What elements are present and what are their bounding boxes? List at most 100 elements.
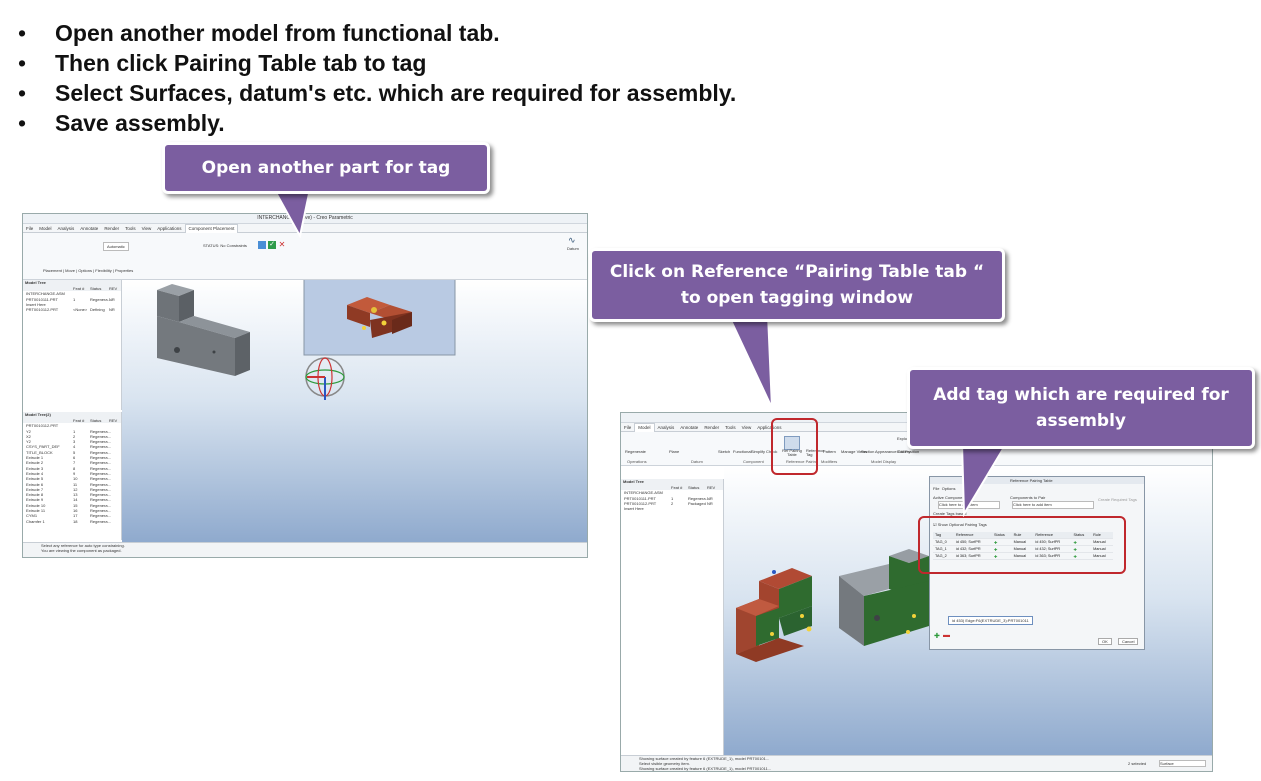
explode-button[interactable]: Explode bbox=[897, 436, 912, 441]
tree-item-feat: 1 bbox=[73, 296, 76, 302]
tab-model[interactable]: Model bbox=[634, 423, 655, 432]
cancel-button[interactable]: Cancel bbox=[1118, 638, 1139, 645]
appearance-gallery-button[interactable]: Appearance Gallery bbox=[875, 449, 911, 454]
reference-tag-button[interactable]: Reference Tag bbox=[806, 448, 825, 457]
subtab-flexibility[interactable]: Flexibility bbox=[95, 268, 112, 273]
tab-view[interactable]: View bbox=[141, 226, 152, 231]
subtab-placement[interactable]: Placement bbox=[43, 268, 62, 273]
tab-tools[interactable]: Tools bbox=[725, 425, 736, 430]
show-optional-checkbox[interactable]: ☑ Show Optional Pairing Tags bbox=[933, 522, 987, 527]
components-to-pair-field[interactable]: Click here to add item bbox=[1012, 501, 1094, 509]
tree-item[interactable]: PRT0010112.PRT bbox=[23, 423, 121, 428]
ref-pairing-table-button[interactable]: Ref Pairing Table bbox=[782, 448, 802, 457]
tree-item[interactable]: Insert Here bbox=[23, 302, 121, 307]
menu-options[interactable]: Options bbox=[941, 486, 956, 491]
ok-button[interactable]: OK bbox=[1098, 638, 1112, 645]
tab-annotate[interactable]: Annotate bbox=[680, 425, 699, 430]
tree-item-name: Extrude 2 bbox=[26, 460, 44, 466]
tree-item-status: Regenera... bbox=[90, 460, 111, 466]
tree-item-name: Extrude 7 bbox=[26, 486, 44, 492]
tab-view[interactable]: View bbox=[741, 425, 752, 430]
instruction-text: Select Surfaces, datum's etc. which are … bbox=[55, 80, 737, 106]
create-required-tags-button[interactable]: Create Required Tags bbox=[1098, 497, 1137, 502]
tab-file[interactable]: File bbox=[624, 425, 632, 430]
subtab-properties[interactable]: Properties bbox=[115, 268, 134, 273]
tree-item-name: Extrude 1 bbox=[26, 455, 44, 461]
functional-button[interactable]: Functional bbox=[733, 449, 752, 454]
add-tag-icon[interactable]: ✚ bbox=[934, 633, 940, 640]
tab-render[interactable]: Render bbox=[704, 425, 720, 430]
pairing-table-icon[interactable] bbox=[784, 436, 800, 450]
tab-annotate[interactable]: Annotate bbox=[80, 226, 99, 231]
constraint-mode-select[interactable]: Automatic bbox=[103, 242, 129, 251]
tab-component-placement[interactable]: Component Placement bbox=[184, 224, 239, 233]
tab-applications[interactable]: Applications bbox=[157, 226, 182, 231]
callout-open-part: Open another part for tag bbox=[162, 142, 490, 194]
tree-item-rev: NR bbox=[707, 500, 713, 506]
tree-item[interactable]: Insert Here bbox=[621, 506, 723, 511]
tag-name: TAG_0 bbox=[933, 538, 954, 546]
pattern-button[interactable]: Pattern bbox=[823, 449, 836, 454]
subtab-options[interactable]: Options bbox=[78, 268, 93, 273]
3d-scene bbox=[736, 549, 929, 662]
filter-select[interactable]: Surface bbox=[1159, 760, 1206, 767]
tree-item-name: X2 bbox=[26, 433, 31, 439]
manage-views-button[interactable]: Manage Views bbox=[841, 449, 868, 454]
tree-item-name: Y2 bbox=[26, 439, 31, 445]
confirm-check-icon[interactable]: ✓ bbox=[268, 241, 276, 249]
subtab-move[interactable]: Move bbox=[65, 268, 75, 273]
datum-icon[interactable]: ∿ bbox=[568, 235, 576, 245]
tab-model[interactable]: Model bbox=[39, 226, 52, 231]
tree-item-name: TITLE_BLOCK bbox=[26, 449, 53, 455]
tab-tools[interactable]: Tools bbox=[125, 226, 136, 231]
tree-item-status: Regenera... bbox=[90, 486, 111, 492]
pause-icon[interactable] bbox=[258, 241, 266, 249]
group-modifiers: Modifiers bbox=[821, 459, 838, 464]
3d-dragger-icon[interactable] bbox=[305, 357, 345, 400]
tab-render[interactable]: Render bbox=[104, 226, 120, 231]
plane-button[interactable]: Plane bbox=[669, 449, 680, 454]
tab-applications[interactable]: Applications bbox=[757, 425, 782, 430]
tab-analysis[interactable]: Analysis bbox=[657, 425, 675, 430]
regenerate-button[interactable]: Regenerate bbox=[625, 449, 646, 454]
cancel-x-icon[interactable]: ✕ bbox=[278, 240, 286, 249]
tab-analysis[interactable]: Analysis bbox=[57, 226, 75, 231]
menu-file[interactable]: File bbox=[933, 486, 940, 491]
tree-item[interactable]: INTERCHANGE.ASM bbox=[621, 490, 723, 495]
remove-tag-icon[interactable]: ▬ bbox=[943, 632, 950, 639]
section-button[interactable]: Section bbox=[861, 449, 875, 454]
sketch-button[interactable]: Sketch bbox=[718, 449, 731, 454]
graphics-viewport[interactable] bbox=[122, 280, 587, 544]
tree-item[interactable]: INTERCHANGE.ASM bbox=[23, 291, 121, 296]
simplify-button[interactable]: Simplify bbox=[751, 449, 766, 454]
edit-position-button[interactable]: Edit Position bbox=[897, 449, 920, 454]
tab-file[interactable]: File bbox=[26, 226, 34, 231]
model-tree-2-title: Model Tree(2) bbox=[23, 412, 121, 418]
